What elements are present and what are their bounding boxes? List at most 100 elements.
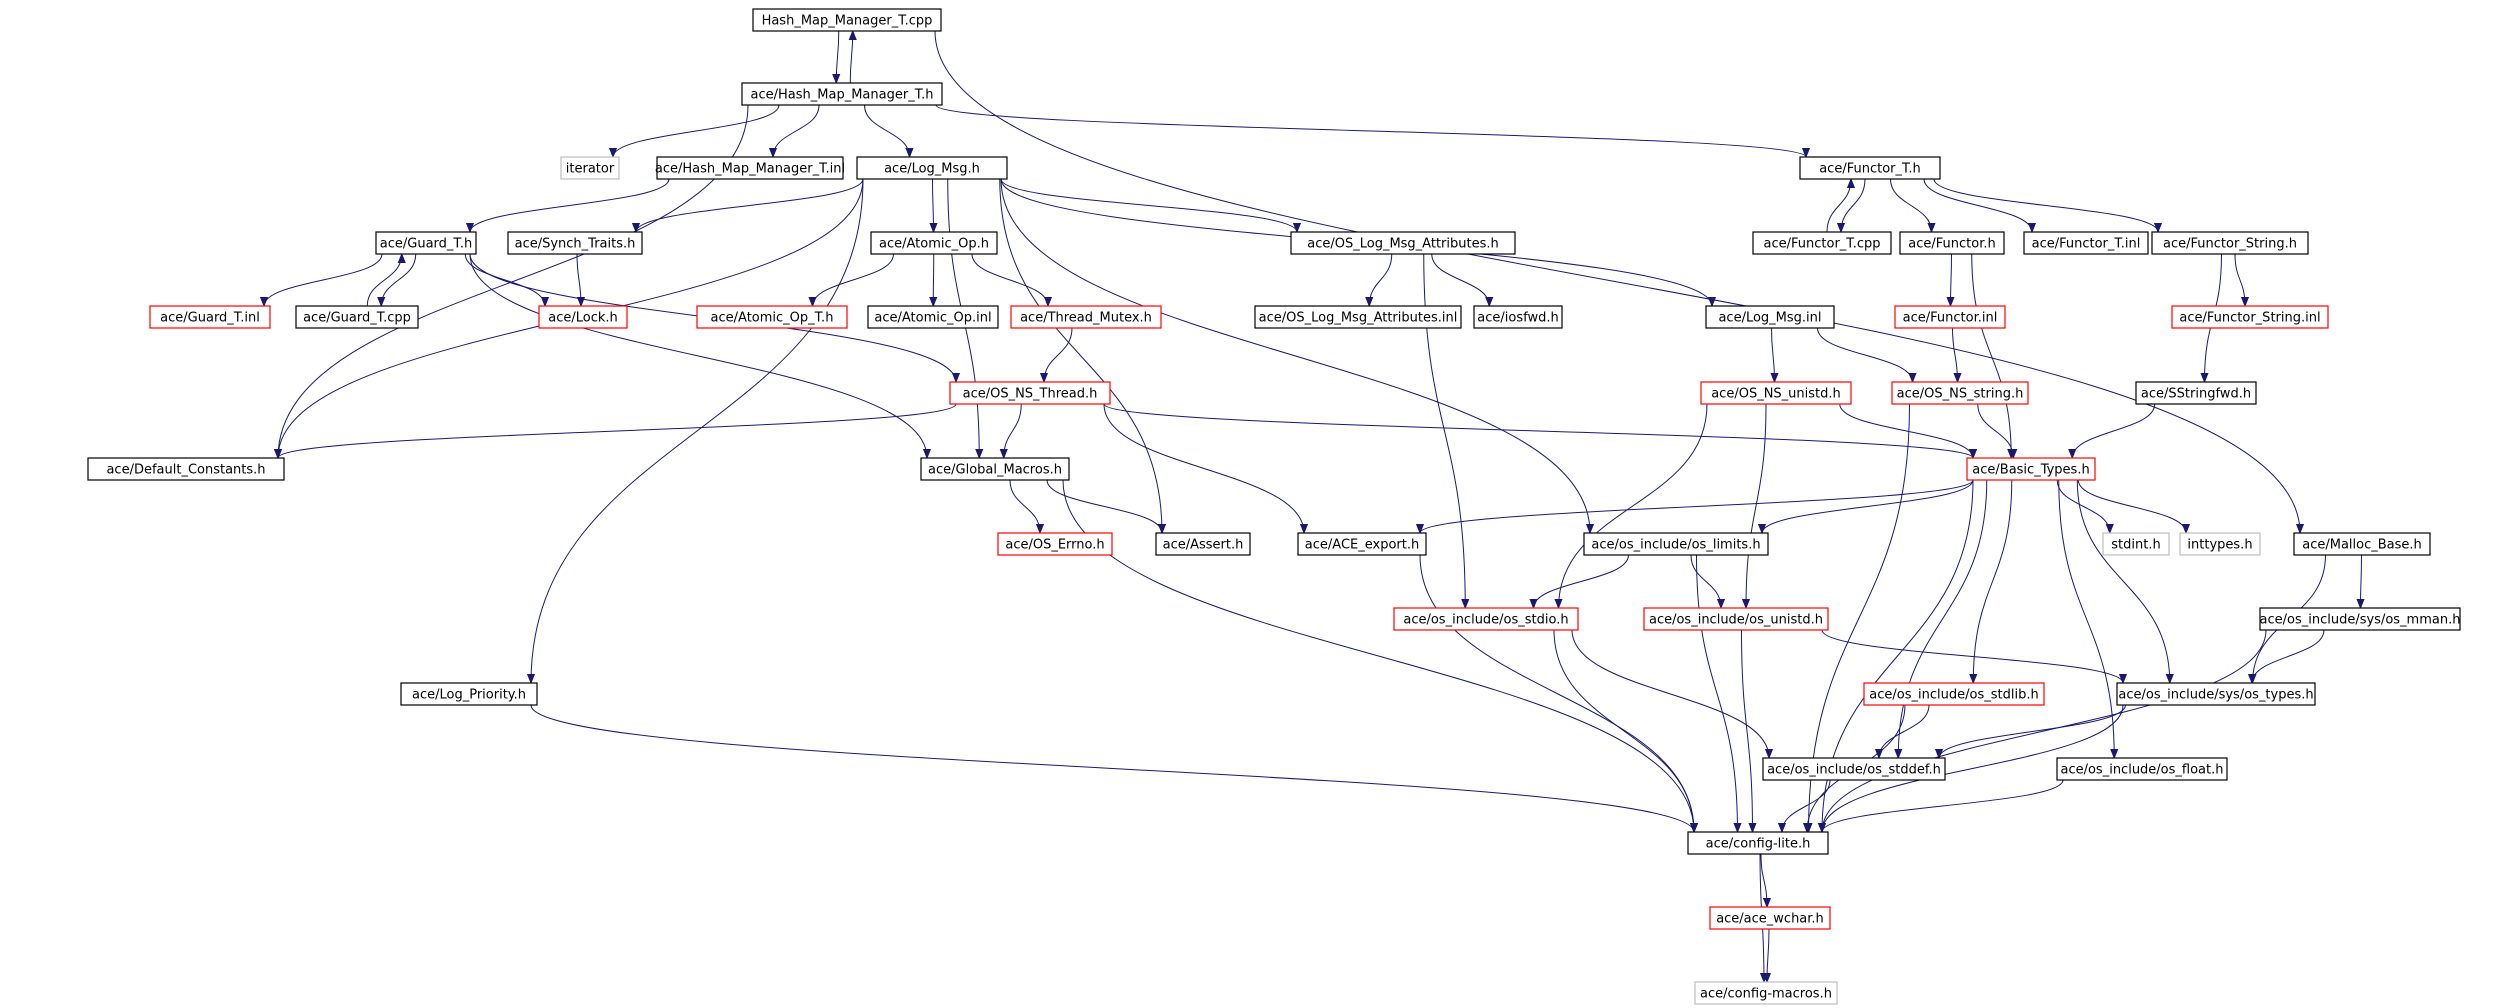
graph-node[interactable]: ace/Default_Constants.h [87, 457, 285, 481]
edge-ace-functor-t-h-to-ace-functor-string-h [1933, 178, 2158, 233]
edge-ace-log-msg-h-to-ace-log-priority-h [531, 178, 864, 683]
graph-node[interactable]: ace/Functor.inl [1894, 305, 2006, 329]
graph-node[interactable]: ace/iosfwd.h [1473, 305, 1563, 329]
edge-ace-malloc-base-h-to-ace-os-include-sys-os-mman-h [2361, 554, 2362, 608]
node-label: ace/Log_Priority.h [412, 688, 526, 703]
node-box [1687, 831, 1829, 855]
node-box [1799, 156, 1941, 180]
node-box [696, 305, 848, 329]
node-label: stdint.h [2111, 538, 2160, 553]
node-label: ace/Atomic_Op_T.h [711, 311, 834, 326]
edge-ace-guard-t-h-to-ace-global-macros-h [469, 253, 927, 458]
node-box [1473, 305, 1563, 329]
node-label: ace/iosfwd.h [1477, 311, 1558, 326]
node-label: ace/os_include/os_limits.h [1591, 538, 1760, 553]
node-box [1762, 757, 1946, 781]
node-label: ace/Functor_String.h [2163, 237, 2297, 252]
graph-node[interactable]: ace/OS_NS_string.h [1891, 381, 2029, 405]
graph-node[interactable]: ace/os_include/os_float.h [2056, 757, 2228, 781]
graph-node[interactable]: ace/SStringfwd.h [2135, 381, 2257, 405]
edge-ace-global-macros-h-to-ace-os-errno-h [1009, 479, 1040, 533]
graph-node[interactable]: ace/OS_Errno.h [997, 532, 1113, 556]
edge-ace-os-ns-unistd-h-to-ace-os-include-os-stdio-h [1559, 403, 1708, 608]
edge-ace-os-ns-thread-h-to-ace-global-macros-h [1004, 403, 1022, 458]
graph-node[interactable]: ace/Basic_Types.h [1966, 457, 2096, 481]
graph-node[interactable]: ace/os_include/sys/os_types.h [2116, 682, 2316, 706]
node-label: Hash_Map_Manager_T.cpp [762, 14, 933, 29]
graph-node[interactable]: ace/Functor.h [1899, 231, 2005, 255]
node-label: ace/config-macros.h [1700, 987, 1832, 1002]
edge-ace-ace-wchar-h-to-ace-config-macros-h [1767, 928, 1769, 982]
graph-node[interactable]: ace/os_include/os_stddef.h [1762, 757, 1946, 781]
graph-node[interactable]: ace/Functor_T.h [1799, 156, 1941, 180]
node-label: ace/OS_Log_Msg_Attributes.inl [1259, 311, 1458, 326]
graph-node[interactable]: ace/ace_wchar.h [1709, 906, 1831, 930]
graph-node[interactable]: ace/Atomic_Op_T.h [696, 305, 848, 329]
graph-node[interactable]: ace/Guard_T.h [375, 231, 477, 255]
graph-node[interactable]: ace/Synch_Traits.h [507, 231, 643, 255]
graph-node[interactable]: ace/OS_NS_unistd.h [1700, 381, 1852, 405]
graph-node[interactable]: ace/os_include/os_limits.h [1583, 532, 1769, 556]
node-label: ace/Guard_T.inl [160, 311, 260, 326]
edge-ace-thread-mutex-h-to-ace-os-ns-thread-h [1044, 327, 1073, 382]
node-box [920, 457, 1070, 481]
edge-ace-os-include-os-float-h-to-ace-config-lite-h [1822, 779, 2064, 833]
graph-node[interactable]: ace/Hash_Map_Manager_T.h [741, 82, 943, 106]
node-label: ace/ACE_export.h [1305, 538, 1419, 553]
graph-node[interactable]: ace/Atomic_Op.inl [867, 305, 999, 329]
graph-node[interactable]: ace/Functor_String.h [2151, 231, 2309, 255]
graph-node[interactable]: ace/Functor_T.inl [2023, 231, 2149, 255]
graph-node[interactable]: ace/os_include/os_unistd.h [1643, 607, 1829, 631]
graph-node[interactable]: ace/OS_Log_Msg_Attributes.inl [1254, 305, 1462, 329]
edge-ace-basic-types-h-to-ace-os-include-os-limits-h [1762, 479, 1974, 534]
node-label: ace/Log_Msg.inl [1718, 311, 1821, 326]
graph-node[interactable]: ace/Assert.h [1155, 532, 1251, 556]
node-box [87, 457, 285, 481]
graph-node[interactable]: ace/Guard_T.inl [149, 305, 271, 329]
edge-ace-hash-map-manager-t-h-to-hash-map-manager-t-cpp [850, 31, 853, 84]
graph-node: ace/config-macros.h [1694, 981, 1838, 1005]
graph-node[interactable]: ace/Functor_T.cpp [1752, 231, 1892, 255]
node-box [295, 305, 419, 329]
node-label: ace/Functor.h [1908, 237, 1995, 252]
graph-node[interactable]: ace/Lock.h [538, 305, 628, 329]
graph-node[interactable]: ace/config-lite.h [1687, 831, 1829, 855]
edge-ace-atomic-op-h-to-ace-atomic-op-inl [933, 253, 934, 306]
graph-node[interactable]: ace/OS_NS_Thread.h [949, 381, 1111, 405]
edge-ace-functor-t-cpp-to-ace-functor-t-h [1826, 179, 1851, 233]
edge-ace-atomic-op-h-to-ace-thread-mutex-h [971, 253, 1048, 307]
graph-node[interactable]: ace/Log_Msg.h [856, 156, 1008, 180]
edge-ace-os-ns-thread-h-to-ace-ace-export-h [1103, 403, 1304, 533]
graph-node[interactable]: ace/Thread_Mutex.h [1010, 305, 1162, 329]
node-box [752, 8, 942, 32]
node-box [2135, 381, 2257, 405]
edge-ace-os-include-os-limits-h-to-ace-os-include-os-unistd-h [1690, 554, 1721, 608]
node-box [2179, 532, 2261, 556]
node-label: ace/Hash_Map_Manager_T.h [751, 88, 934, 103]
edge-ace-synch-traits-h-to-ace-lock-h [576, 253, 581, 306]
graph-node: iterator [560, 156, 620, 180]
graph-node[interactable]: ace/ACE_export.h [1297, 532, 1427, 556]
node-box [1643, 607, 1829, 631]
graph-node[interactable]: ace/Malloc_Base.h [2293, 532, 2431, 556]
graph-node[interactable]: ace/OS_Log_Msg_Attributes.h [1290, 231, 1516, 255]
node-box [1705, 305, 1835, 329]
graph-node[interactable]: ace/Log_Msg.inl [1705, 305, 1835, 329]
node-label: ace/Lock.h [548, 311, 618, 326]
edge-ace-os-ns-unistd-h-to-ace-os-include-os-unistd-h [1746, 403, 1767, 608]
graph-node[interactable]: ace/Global_Macros.h [920, 457, 1070, 481]
edge-ace-basic-types-h-to-ace-os-include-sys-os-types-h [2076, 479, 2170, 683]
graph-node[interactable]: ace/Guard_T.cpp [295, 305, 419, 329]
graph-node[interactable]: ace/os_include/os_stdio.h [1393, 607, 1579, 631]
graph-node[interactable]: ace/os_include/os_stdlib.h [1863, 682, 2045, 706]
graph-node[interactable]: ace/Hash_Map_Manager_T.inl [655, 156, 845, 180]
edge-ace-os-include-os-unistd-h-to-ace-config-lite-h [1741, 629, 1753, 832]
graph-node[interactable]: ace/Log_Priority.h [400, 682, 538, 706]
graph-node[interactable]: ace/Atomic_Op.h [870, 231, 998, 255]
node-label: ace/Guard_T.h [380, 237, 472, 252]
graph-node[interactable]: ace/Functor_String.inl [2171, 305, 2329, 329]
graph-node: Hash_Map_Manager_T.cpp [752, 8, 942, 32]
node-label: ace/OS_NS_string.h [1897, 387, 2024, 402]
graph-node[interactable]: ace/os_include/sys/os_mman.h [2259, 607, 2461, 631]
node-label: ace/Synch_Traits.h [515, 237, 636, 252]
